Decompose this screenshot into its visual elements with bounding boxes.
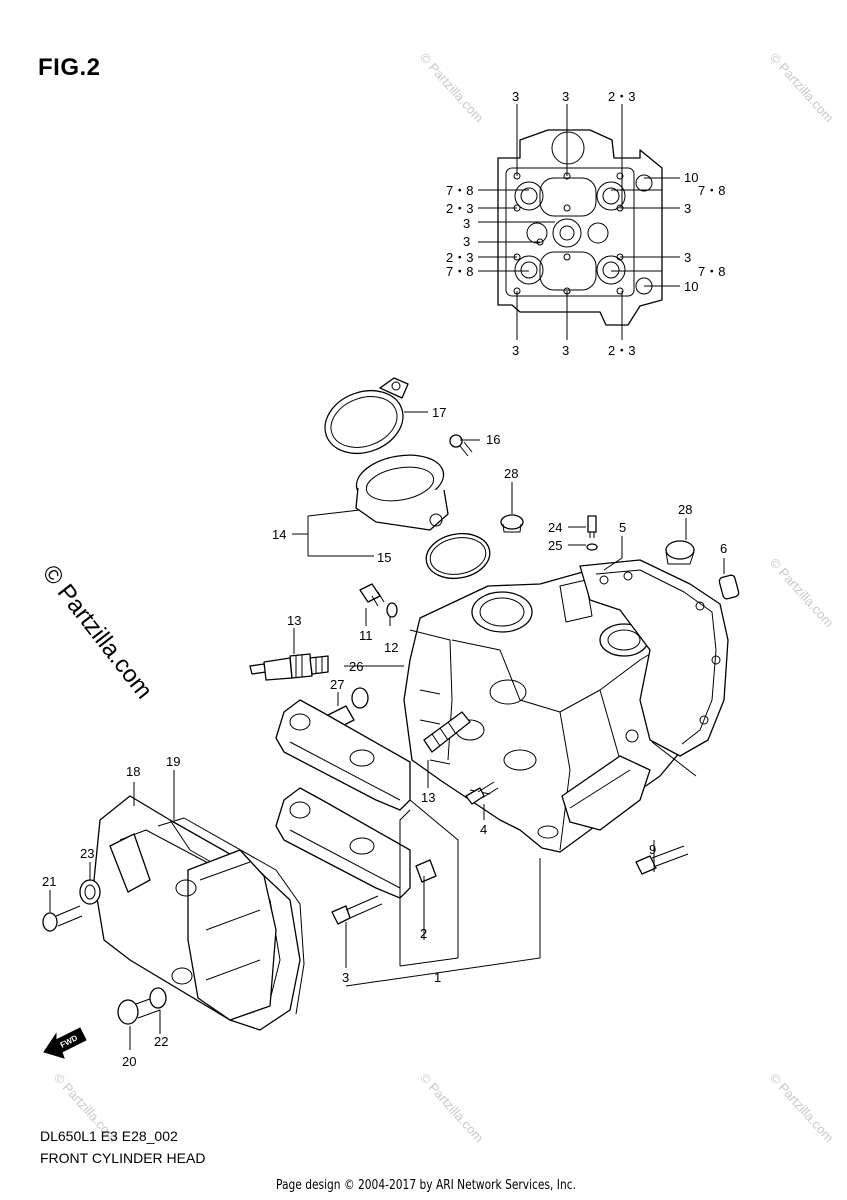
- callout-4: 4: [480, 822, 487, 837]
- callout-24: 24: [548, 520, 562, 535]
- callout: 3: [684, 201, 691, 216]
- plug-right: [665, 540, 695, 565]
- callout: 7・8: [698, 264, 725, 279]
- callout-16: 16: [486, 432, 500, 447]
- callout: 2・3: [608, 343, 635, 358]
- cylinder-head: [403, 569, 701, 853]
- callout-26: 26: [349, 659, 363, 674]
- callout: 2・3: [608, 89, 635, 104]
- callouts-main-view: 17 16 14 15 28 24 25 5 28 6 13 11 12 26 …: [42, 405, 727, 1069]
- dowel-pin-3: [415, 859, 437, 883]
- callout-20: 20: [122, 1054, 136, 1069]
- callout-2: 2: [420, 926, 427, 941]
- callout-13b: 13: [421, 790, 435, 805]
- intake-pipe: [355, 454, 449, 531]
- stud: [465, 781, 499, 805]
- callout-11: 11: [359, 628, 373, 643]
- callout: 7・8: [446, 183, 473, 198]
- cover-gasket: [157, 817, 305, 1015]
- gasket-ring: [351, 687, 369, 709]
- callout-12: 12: [384, 640, 398, 655]
- callout-28: 28: [504, 466, 518, 481]
- callout-6: 6: [720, 541, 727, 556]
- callout-28b: 28: [678, 502, 692, 517]
- bolt: [359, 583, 385, 607]
- callout: 3: [463, 234, 470, 249]
- cylinder-head-gasket: [579, 559, 729, 757]
- callout-18: 18: [126, 764, 140, 779]
- callout-27: 27: [330, 677, 344, 692]
- spark-plug: [249, 653, 329, 681]
- callout-15: 15: [377, 550, 391, 565]
- callout-19: 19: [166, 754, 180, 769]
- callout: 3: [512, 89, 519, 104]
- callout-3: 3: [342, 970, 349, 985]
- page-credit: Page design © 2004-2017 by ARI Network S…: [276, 1178, 576, 1193]
- holder-bolt: [331, 895, 383, 925]
- callout: 3: [684, 250, 691, 265]
- callout-1: 1: [434, 970, 441, 985]
- callout-22: 22: [154, 1034, 168, 1049]
- washer: [386, 602, 398, 618]
- callout-14: 14: [272, 527, 286, 542]
- callout-21: 21: [42, 874, 56, 889]
- dowel-pin: [718, 574, 740, 600]
- callout-23: 23: [80, 846, 94, 861]
- callout: 3: [562, 343, 569, 358]
- o-ring: [425, 532, 491, 580]
- callout: 7・8: [446, 264, 473, 279]
- plug: [500, 514, 524, 533]
- callout: 2・3: [446, 250, 473, 265]
- callout: 10: [684, 279, 698, 294]
- callout-9: 9: [649, 842, 656, 857]
- callout: 3: [512, 343, 519, 358]
- cover-bolt: [42, 905, 83, 932]
- callout: 3: [562, 89, 569, 104]
- cylinder-head-cover: [93, 795, 301, 1031]
- intake-pipe-clamp: [324, 377, 409, 454]
- figure-title: FIG.2: [38, 54, 101, 81]
- cover-washer: [79, 879, 101, 905]
- pipe-bolt: [449, 434, 473, 457]
- callout-17: 17: [432, 405, 446, 420]
- leader-lines: [49, 411, 725, 1050]
- fitting: [586, 515, 598, 551]
- callout: 7・8: [698, 183, 725, 198]
- bolt-lower: [635, 845, 689, 875]
- cylinder-head-top-view: [478, 104, 680, 340]
- fwd-arrow-icon: [43, 1027, 87, 1059]
- callout-25: 25: [548, 538, 562, 553]
- cover-washer-lower: [149, 987, 167, 1009]
- model-code: DL650L1 E3 E28_002: [40, 1128, 178, 1144]
- callouts-top-view: 3 3 2・3 10 7・8 7・8 2・3 3 3 3 2・3 3 7・8 7…: [446, 89, 725, 358]
- figure-name: FRONT CYLINDER HEAD: [40, 1150, 206, 1166]
- spark-plug-installed: [423, 711, 471, 753]
- callout-5: 5: [619, 520, 626, 535]
- camshaft-holder-lower: [275, 787, 411, 899]
- callout: 2・3: [446, 201, 473, 216]
- callout: 3: [463, 216, 470, 231]
- callout-13: 13: [287, 613, 301, 628]
- cover-bolt-lower: [117, 995, 161, 1025]
- camshaft-holder-upper: [275, 699, 411, 811]
- callout: 10: [684, 170, 698, 185]
